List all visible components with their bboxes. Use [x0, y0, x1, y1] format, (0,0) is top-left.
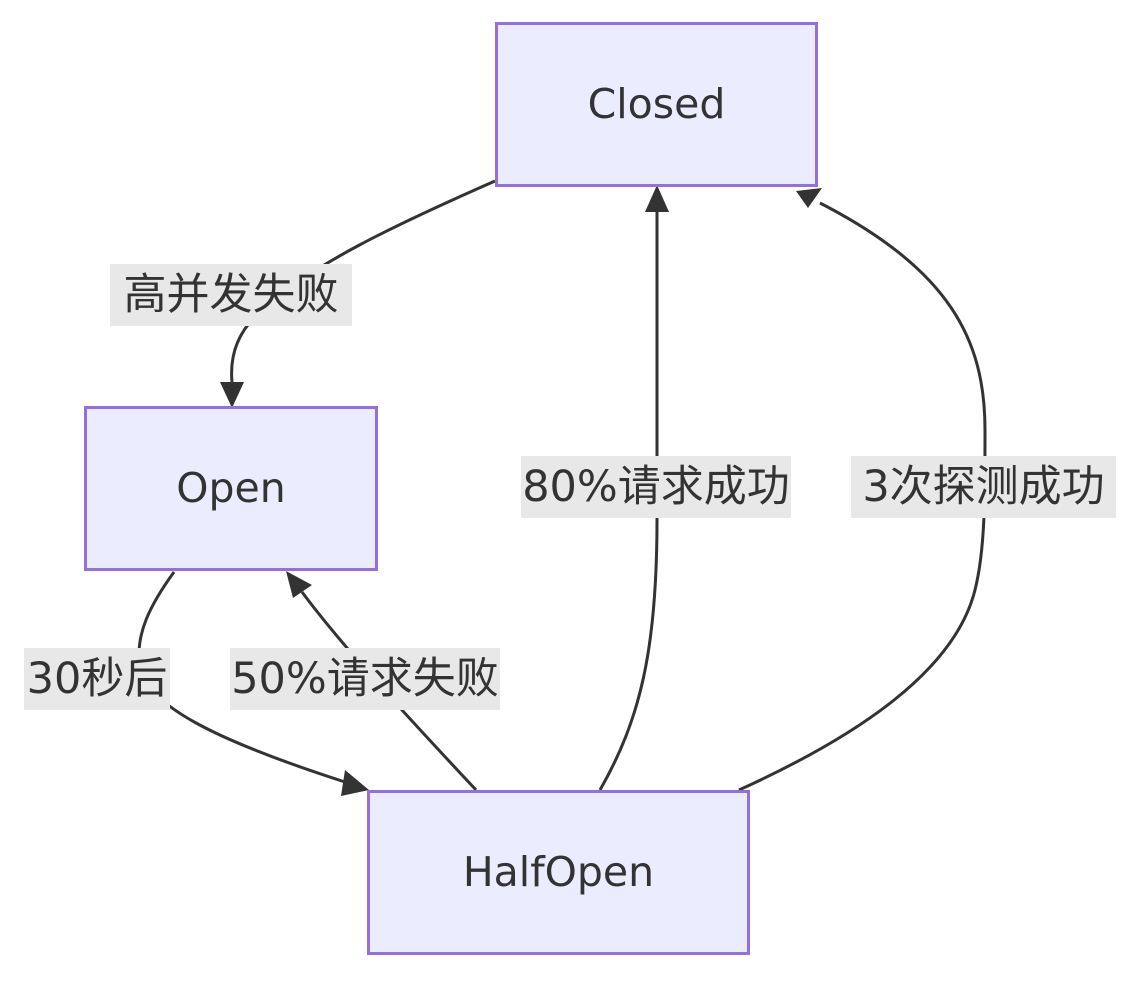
arrowhead-half-open-to-closed-probes	[796, 188, 822, 208]
state-half-open[interactable]: HalfOpen	[367, 790, 750, 955]
edge-half-open-to-closed-probes	[738, 201, 987, 792]
arrowhead-half-open-to-open	[286, 571, 312, 598]
edge-label-closed-to-open: 高并发失败	[110, 264, 352, 326]
edge-label-open-to-half-open: 30秒后	[24, 648, 170, 710]
arrowhead-open-to-half-open	[341, 770, 369, 796]
edge-label-half-open-to-closed-requests: 80%请求成功	[521, 456, 791, 518]
state-open[interactable]: Open	[84, 406, 378, 571]
arrowhead-closed-to-open	[220, 382, 244, 408]
edge-half-open-to-closed-requests	[598, 210, 659, 791]
state-closed[interactable]: Closed	[495, 22, 818, 187]
edge-label-half-open-to-open: 50%请求失败	[230, 648, 500, 710]
state-half-open-label: HalfOpen	[462, 848, 655, 896]
arrowhead-half-open-to-closed-requests	[645, 185, 669, 212]
state-closed-label: Closed	[587, 80, 726, 128]
edge-label-half-open-to-closed-probes: 3次探测成功	[851, 456, 1116, 518]
state-open-label: Open	[176, 464, 286, 512]
